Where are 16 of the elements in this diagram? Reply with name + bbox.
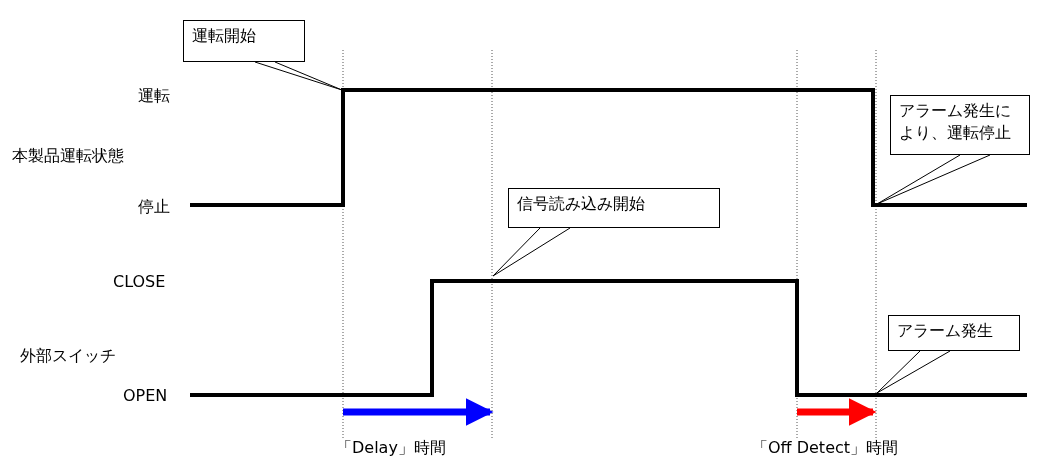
leader-line — [254, 61, 343, 91]
duration-label: 「Off Detect」時間 — [752, 438, 899, 457]
callout-box: 信号読み込み開始 — [508, 188, 720, 228]
state-label: OPEN — [123, 386, 168, 406]
leader-line — [876, 350, 951, 394]
state-label: 運転 — [138, 86, 170, 106]
signal-name: 本製品運転状態 — [12, 146, 124, 166]
signal-name: 外部スイッチ — [20, 346, 116, 366]
callout-box: アラーム発生により、運転停止 — [890, 95, 1030, 155]
callout-box: アラーム発生 — [888, 315, 1020, 351]
state-label: CLOSE — [113, 272, 166, 292]
callout-box: 運転開始 — [183, 20, 305, 62]
state-label: 停止 — [138, 197, 170, 217]
duration-label: 「Delay」時間 — [336, 438, 446, 457]
leader-line — [492, 227, 571, 277]
leader-line — [876, 154, 991, 205]
